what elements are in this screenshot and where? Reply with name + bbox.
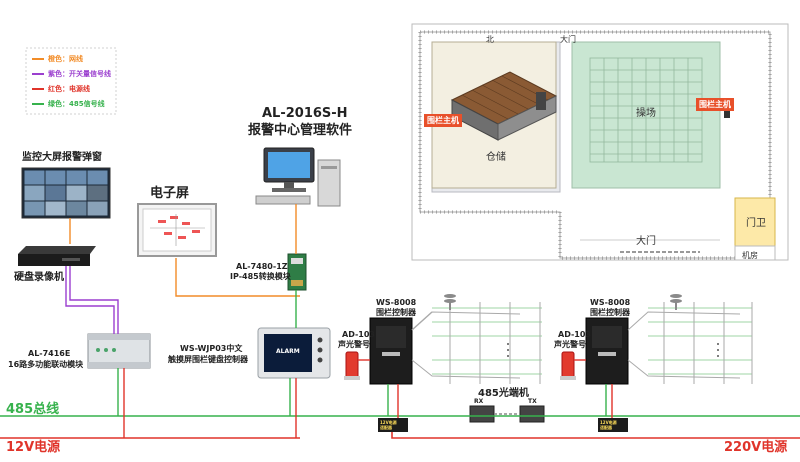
- siren-2-icon: [560, 351, 576, 380]
- siren-1-icon: [344, 351, 360, 380]
- psu-2-label: 12V电源 适配器: [600, 420, 617, 430]
- siren-1-label-line1: AD-103: [342, 330, 375, 339]
- linkage-module-icon: [87, 333, 151, 369]
- guard-house: [734, 197, 776, 247]
- field-grid: [589, 57, 703, 163]
- bus-485-label: 485总线: [6, 402, 60, 417]
- map-machine-room-label: 机房: [742, 251, 758, 260]
- controller-1-icon: [369, 317, 413, 385]
- controller-2-icon: [585, 317, 629, 385]
- psu-1-label: 12V电源 适配器: [380, 420, 397, 430]
- keypad-label-line2: 触摸屏围栏键盘控制器: [168, 355, 248, 364]
- fence-section-1: [411, 302, 542, 384]
- nvr-icon: [18, 246, 96, 266]
- fence-host-right-icon: [724, 108, 730, 118]
- fence-section-2: [627, 302, 753, 384]
- legend-label-red: 红色：电源线: [48, 85, 90, 93]
- electronic-screen-icon: [137, 203, 217, 257]
- nvr-label: 硬盘录像机: [14, 272, 64, 283]
- screen-label: 电子屏: [150, 186, 190, 201]
- linkage-label-line2: 16路多功能联动模块: [8, 360, 84, 369]
- legend-label-orange: 橙色：网线: [48, 55, 83, 63]
- power-220v-label: 220V电源: [724, 440, 788, 455]
- wiring: [0, 204, 800, 439]
- controller-2-label-line1: WS-8008: [590, 298, 631, 307]
- map-gate-label: 大门: [636, 236, 656, 247]
- controller-1-label-line1: WS-8008: [376, 298, 417, 307]
- controller-2-label-line2: 围栏控制器: [590, 308, 630, 317]
- monitor-wall-icon: [21, 167, 111, 219]
- map-host-right-tag: 围栏主机: [696, 98, 734, 111]
- map-top-gate-label: 大门: [560, 35, 576, 44]
- keypad-icon: [257, 327, 331, 379]
- insulator-2-icon: [670, 294, 682, 310]
- psu-2-icon: [598, 418, 628, 432]
- legend-label-purple: 紫色：开关量信号线: [48, 70, 111, 78]
- insulator-1-icon: [444, 294, 456, 310]
- optical-label: 485光端机: [478, 388, 529, 399]
- psu-1-icon: [378, 418, 408, 432]
- map-top-mark: 北: [486, 35, 494, 44]
- site-map: [411, 23, 789, 261]
- controller-1-label-line2: 围栏控制器: [376, 308, 416, 317]
- optical-tx-icon: [519, 405, 545, 423]
- warehouse-building: [450, 71, 558, 141]
- linkage-label-line1: AL-7416E: [28, 349, 71, 358]
- computer-icon: [255, 147, 341, 207]
- software-title-line1: AL-2016S-H: [262, 106, 348, 121]
- optical-rx-label: RX: [474, 398, 484, 405]
- converter-label-line2: IP-485转换模块: [230, 272, 291, 281]
- map-field-label: 操场: [636, 108, 656, 119]
- converter-module-icon: [287, 253, 307, 291]
- optical-tx-label: TX: [528, 398, 537, 405]
- legend: [25, 47, 117, 115]
- map-storage-label: 仓储: [486, 152, 506, 163]
- map-guard-label: 门卫: [746, 218, 766, 229]
- monitor-wall-label: 监控大屏报警弹窗: [22, 152, 102, 163]
- software-title-line2: 报警中心管理软件: [248, 123, 353, 138]
- converter-label-line1: AL-7480-1Z: [236, 262, 288, 271]
- optical-rx-icon: [469, 405, 495, 423]
- keypad-label-line1: WS-WJP03中文: [180, 344, 243, 353]
- siren-1-label-line2: 声光警号: [338, 340, 370, 349]
- siren-2-label-line1: AD-103: [558, 330, 591, 339]
- power-12v-label: 12V电源: [6, 440, 61, 455]
- map-host-left-tag: 围栏主机: [424, 114, 462, 127]
- siren-2-label-line2: 声光警号: [554, 340, 586, 349]
- keypad-brand: ALARM: [276, 348, 300, 355]
- legend-label-green: 绿色：485信号线: [48, 100, 105, 108]
